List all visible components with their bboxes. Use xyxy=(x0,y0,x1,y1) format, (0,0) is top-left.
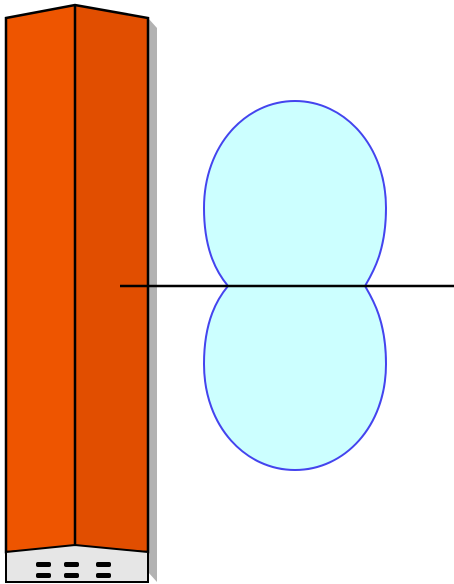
panel-base-outline xyxy=(5,543,149,583)
antenna-panel xyxy=(4,3,157,583)
panel-right-face xyxy=(75,5,148,552)
panel-shadow xyxy=(148,18,157,582)
connector-slot xyxy=(96,562,111,567)
connector-slot xyxy=(64,573,79,578)
panel-left-face xyxy=(6,5,75,552)
connector-slot xyxy=(36,562,51,567)
radiation-pattern xyxy=(202,99,388,472)
radiation-lobe-lower xyxy=(202,285,388,472)
connector-slot xyxy=(64,562,79,567)
connector-slot xyxy=(96,573,111,578)
connector-slots xyxy=(36,562,111,578)
radiation-lobe-upper xyxy=(202,99,388,287)
connector-slot xyxy=(36,573,51,578)
